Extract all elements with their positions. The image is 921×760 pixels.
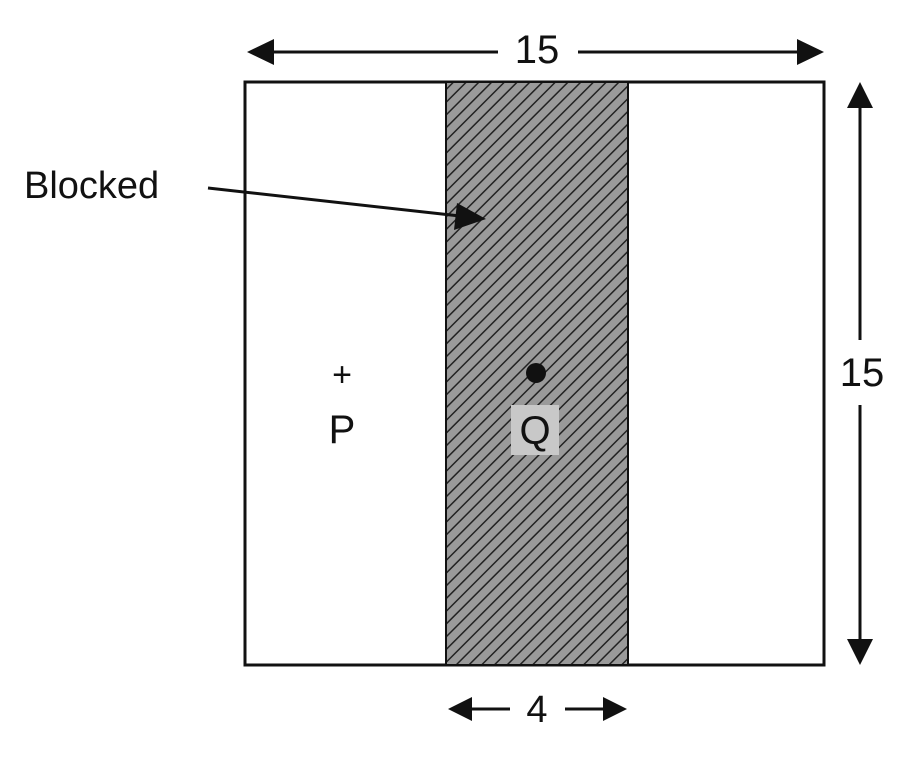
point-p-label: P bbox=[329, 408, 356, 452]
arrowhead-icon bbox=[454, 203, 486, 230]
arrowhead-left-icon bbox=[247, 39, 274, 65]
point-q-label-background bbox=[511, 405, 559, 455]
bottom-dimension-arrow bbox=[448, 697, 627, 721]
point-q-label: Q bbox=[519, 409, 550, 453]
dot-icon bbox=[526, 363, 546, 383]
blocked-strip bbox=[445, 81, 629, 666]
blocked-pointer-arrow bbox=[207, 186, 486, 230]
blocked-label: Blocked bbox=[24, 165, 159, 207]
arrowhead-right-icon bbox=[603, 697, 627, 721]
right-dimension-label: 15 bbox=[840, 351, 885, 395]
bottom-dimension-label: 4 bbox=[526, 689, 547, 731]
arrowhead-right-icon bbox=[797, 39, 824, 65]
arrowhead-up-icon bbox=[847, 82, 873, 108]
arrowhead-left-icon bbox=[448, 697, 472, 721]
top-dimension-arrow bbox=[247, 39, 824, 65]
arrowhead-down-icon bbox=[847, 639, 873, 665]
p-marker: + bbox=[332, 356, 352, 394]
top-dimension-label: 15 bbox=[515, 28, 560, 72]
right-dimension-arrow bbox=[847, 82, 873, 665]
